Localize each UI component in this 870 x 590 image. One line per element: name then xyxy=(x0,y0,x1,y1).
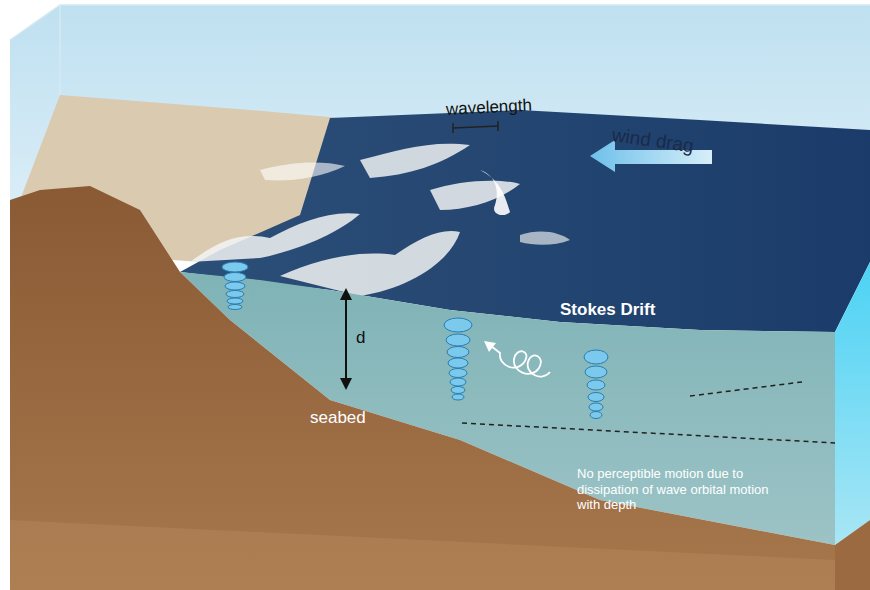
depth-label: d xyxy=(356,328,365,348)
note-text: No perceptible motion due to dissipation… xyxy=(577,466,792,513)
seabed-label: seabed xyxy=(310,408,366,428)
drift-label: Stokes Drift xyxy=(560,300,655,320)
